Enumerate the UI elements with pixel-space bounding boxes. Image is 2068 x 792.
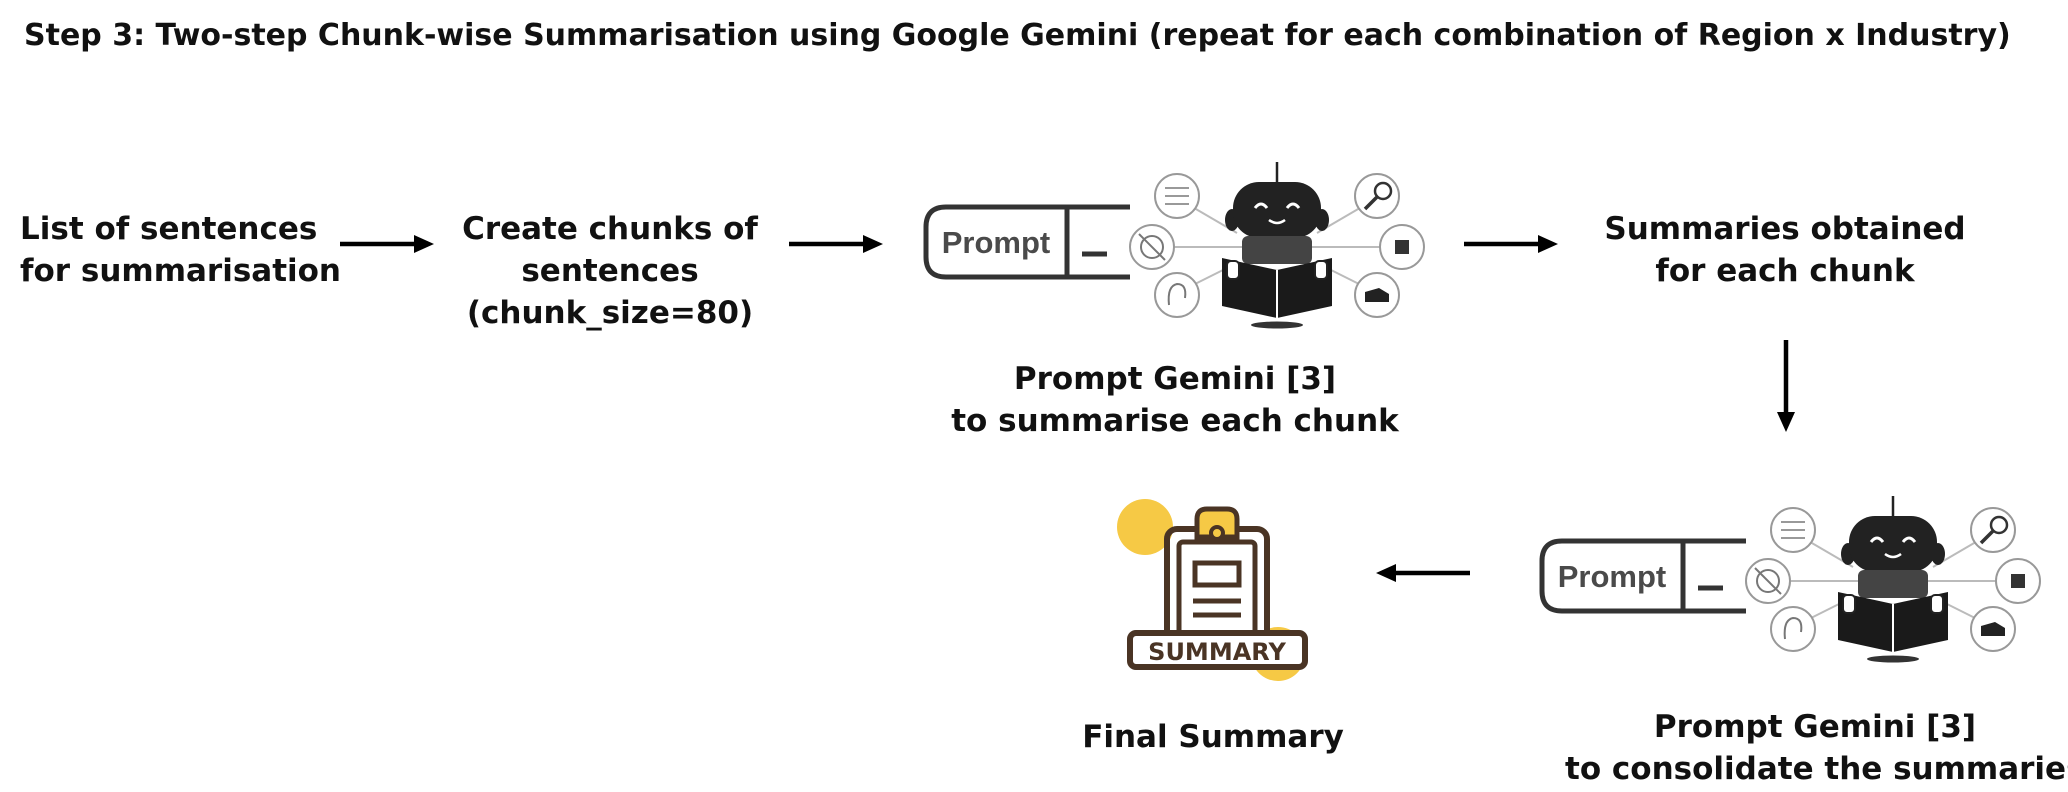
prompt2-caption-line-2: to consolidate the summaries (1565, 751, 2068, 787)
node-sentences-line-1: List of sentences (20, 211, 318, 247)
summary-icon-text: SUMMARY (1148, 638, 1286, 666)
final-caption-line-1: Final Summary (1082, 719, 1344, 755)
node-chunks-line-1: Create chunks of (462, 211, 758, 247)
arrow-right-icon (340, 235, 434, 253)
prompt1-caption-line-1: Prompt Gemini [3] (1013, 361, 1337, 397)
node-summaries-line-2: for each chunk (1655, 253, 1915, 289)
prompt2-caption-line-1: Prompt Gemini [3] (1653, 709, 1977, 745)
node-sentences-line-2: for summarisation (20, 253, 342, 289)
node-chunks-line-2: sentences (521, 253, 699, 289)
arrow-left-icon (1376, 564, 1470, 582)
node-summaries-label: Summaries obtained for each chunk (1595, 208, 1975, 292)
arrow-right-icon (1464, 235, 1558, 253)
arrow-down-icon (1777, 340, 1795, 432)
prompt-box-icon: Prompt (923, 204, 1130, 280)
robot-reading-icon (1745, 496, 2041, 663)
diagram-title: Step 3: Two-step Chunk-wise Summarisatio… (24, 18, 2011, 53)
node-summaries-line-1: Summaries obtained (1604, 211, 1966, 247)
prompt-box-text: Prompt (942, 225, 1051, 260)
arrow-right-icon (789, 235, 883, 253)
summary-clipboard-icon: SUMMARY (1117, 499, 1308, 681)
prompt-gemini-illustration-2: Prompt (1538, 492, 2043, 663)
prompt-box-icon: Prompt (1539, 538, 1746, 614)
node-chunks-label: Create chunks of sentences (chunk_size=8… (455, 208, 765, 334)
prompt1-caption: Prompt Gemini [3] to summarise each chun… (930, 358, 1420, 442)
prompt-gemini-illustration-1: Prompt (922, 158, 1427, 329)
prompt1-caption-line-2: to summarise each chunk (951, 403, 1399, 439)
robot-reading-icon (1129, 162, 1425, 329)
node-chunks-line-3: (chunk_size=80) (466, 295, 754, 331)
final-caption: Final Summary (1058, 716, 1368, 758)
prompt-box-text: Prompt (1558, 559, 1667, 594)
node-sentences-label: List of sentences for summarisation (20, 208, 342, 292)
prompt2-caption: Prompt Gemini [3] to consolidate the sum… (1565, 706, 2068, 790)
